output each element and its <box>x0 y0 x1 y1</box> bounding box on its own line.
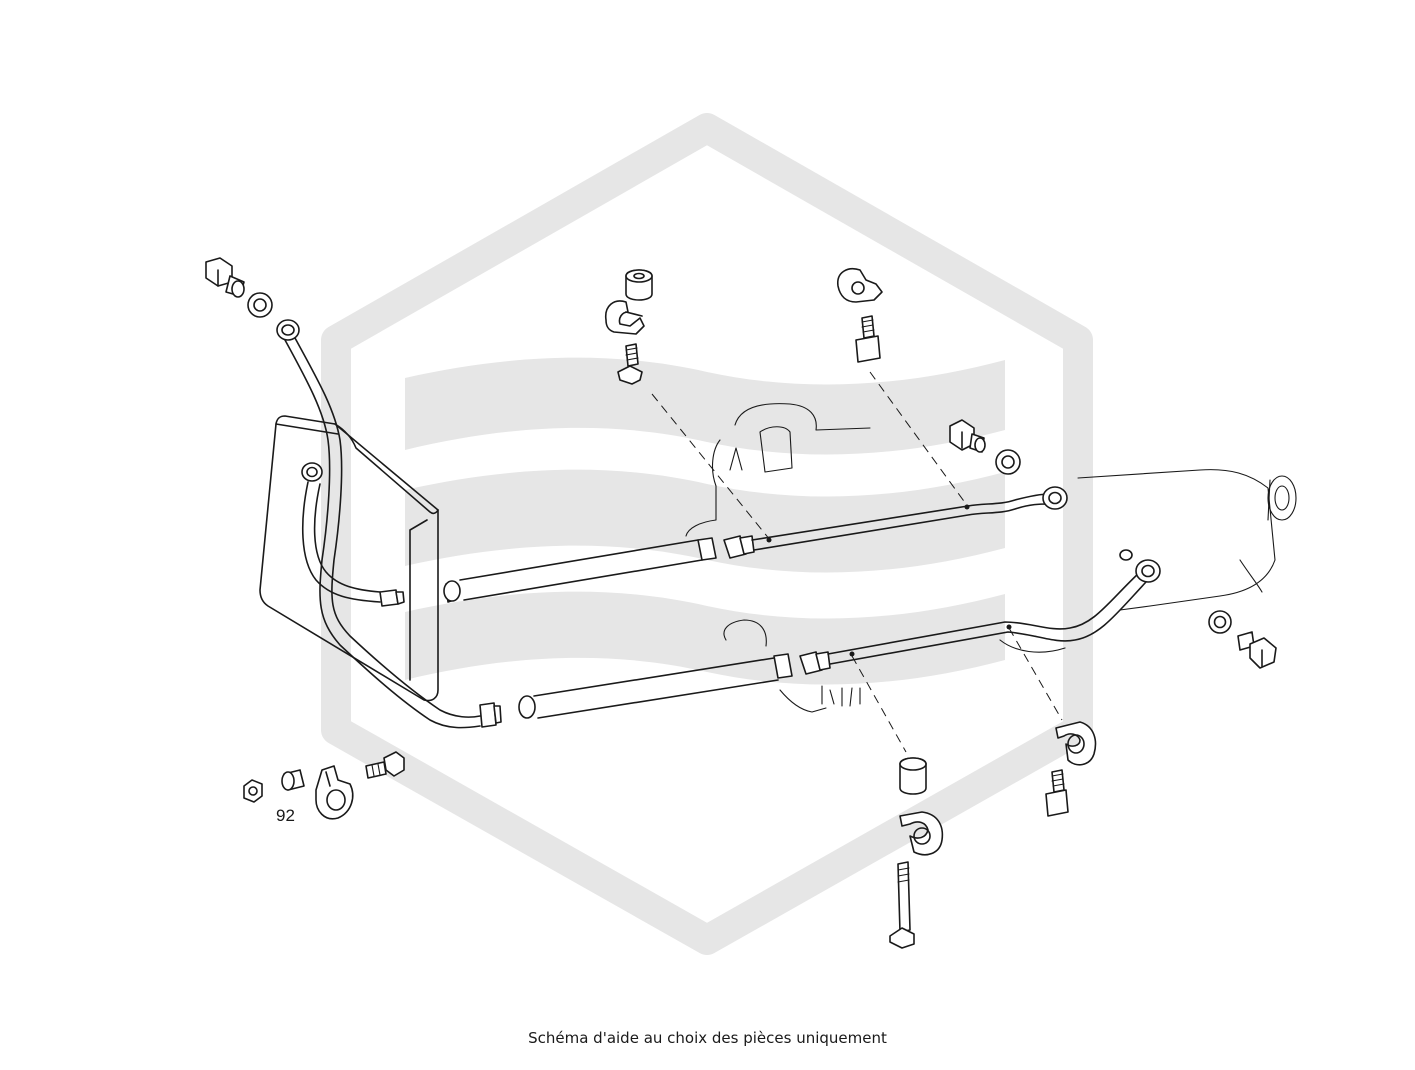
stud-bolt-top-right <box>855 315 881 363</box>
upper-hose-assembly <box>443 486 1068 603</box>
long-stud-bolt-lower-center <box>889 861 915 949</box>
sealing-washer-mid-right <box>995 449 1021 475</box>
spacer-sleeve-top-center <box>625 269 653 301</box>
sealing-washer-top-left <box>247 292 273 318</box>
hexagon-wave-logo-icon <box>321 113 1093 955</box>
hex-bolt-bottom-left <box>365 751 405 779</box>
leader-line <box>651 393 771 541</box>
p-clamp-bottom-left <box>315 765 354 820</box>
banjo-bolt-mid-right <box>949 419 986 453</box>
callout-number: 92 <box>276 806 295 825</box>
leader-line <box>851 655 907 753</box>
banjo-bolt-top-left <box>205 257 245 298</box>
lower-hose-assembly <box>518 549 1161 719</box>
p-clamp-top-right <box>837 268 883 303</box>
sealing-washer-lower-right <box>1208 610 1232 634</box>
p-clamp-lower-right <box>1055 721 1097 766</box>
diagram-caption: Schéma d'aide au choix des pièces unique… <box>528 1029 887 1047</box>
p-clamp-lower-center <box>899 811 944 856</box>
radiator-inner-pipe <box>301 462 405 607</box>
hex-bolt-lower-right <box>1237 631 1277 669</box>
oil-line-long-left <box>276 319 502 729</box>
p-clamp-top-center <box>604 300 645 335</box>
oil-cooler-radiator <box>259 415 439 702</box>
engine-block <box>685 403 1066 713</box>
leader-line <box>869 371 967 505</box>
rubber-bushing-bottom-left <box>281 769 305 791</box>
stud-bolt-lower-right <box>1045 769 1069 817</box>
spacer-sleeve-lower-center <box>899 757 927 795</box>
leader-line <box>1008 627 1063 721</box>
stud-bolt-top-center <box>617 343 643 385</box>
hex-nut-bottom-left <box>243 779 263 803</box>
gearbox-housing <box>1077 469 1297 611</box>
